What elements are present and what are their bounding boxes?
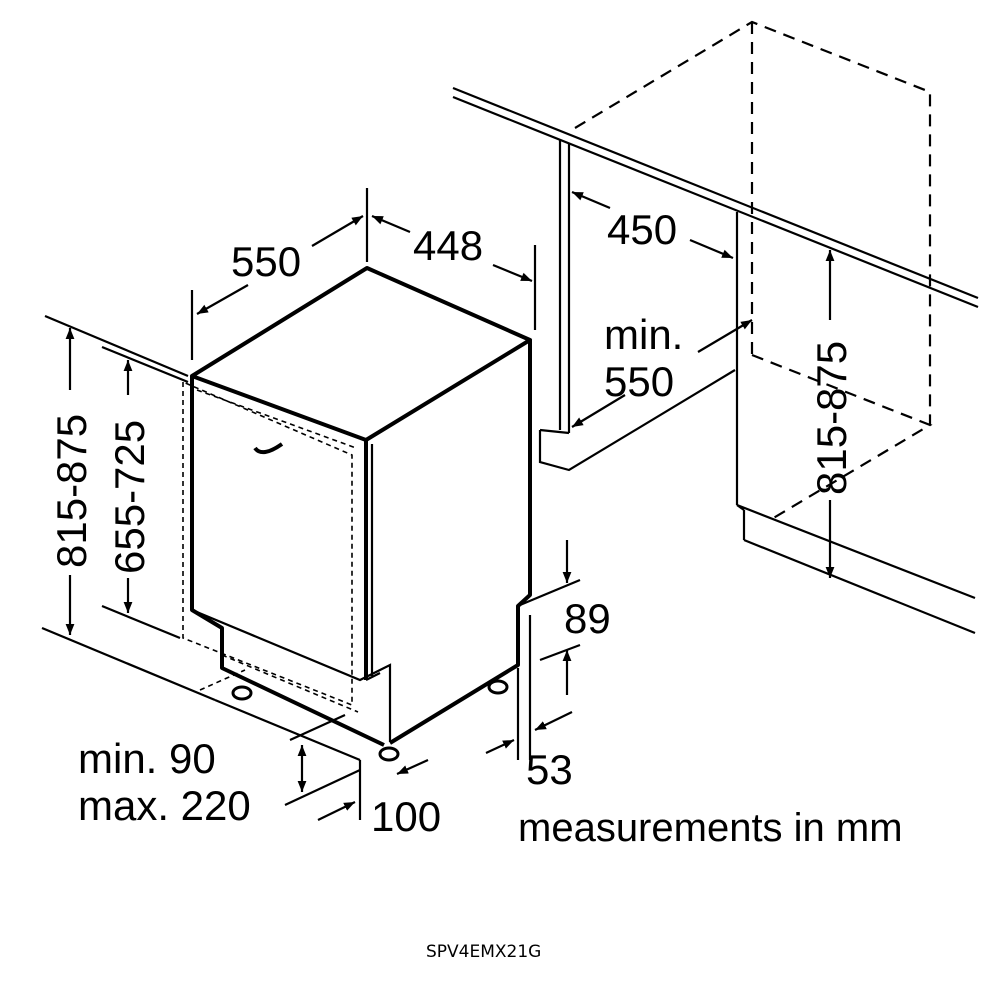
foot-front-right	[378, 746, 400, 762]
floor-lines	[41, 314, 361, 762]
model-number: SPV4EMX21G	[426, 942, 541, 962]
dim-height-body: 655-725	[106, 360, 153, 613]
label-plinth-setback: 53	[526, 746, 573, 793]
dim-foot-offset: 100	[317, 758, 441, 840]
dim-niche-height: 815-875	[808, 250, 855, 578]
dim-plinth-height: 89	[519, 540, 611, 695]
dim-plinth-setback: 53	[485, 615, 573, 793]
caption-units: measurements in mm	[518, 806, 903, 850]
dim-height-total: 815-875	[48, 328, 95, 635]
label-niche-depth-line2: 550	[604, 358, 674, 405]
dim-gap: min. 90 max. 220	[78, 713, 361, 829]
dim-niche-depth: min. 550	[571, 311, 753, 428]
label-niche-depth-line1: min.	[604, 311, 683, 358]
label-gap-max: max. 220	[78, 782, 251, 829]
dim-depth: 550	[190, 188, 369, 360]
foot-back-right	[487, 679, 509, 695]
label-plinth-height: 89	[564, 595, 611, 642]
label-foot-offset: 100	[371, 793, 441, 840]
label-gap-min: min. 90	[78, 735, 216, 782]
dim-width: 448	[371, 214, 537, 330]
label-height-total: 815-875	[48, 414, 95, 568]
label-niche-height: 815-875	[808, 341, 855, 495]
label-depth: 550	[231, 238, 301, 285]
label-niche-width: 450	[607, 206, 677, 253]
label-height-body: 655-725	[106, 420, 153, 574]
foot-front-left	[231, 685, 253, 701]
label-width: 448	[413, 222, 483, 269]
dishwasher-body	[182, 266, 532, 762]
cabinet-niche	[452, 20, 979, 635]
dim-niche-width: 450	[571, 190, 734, 260]
door-handle	[253, 442, 284, 455]
